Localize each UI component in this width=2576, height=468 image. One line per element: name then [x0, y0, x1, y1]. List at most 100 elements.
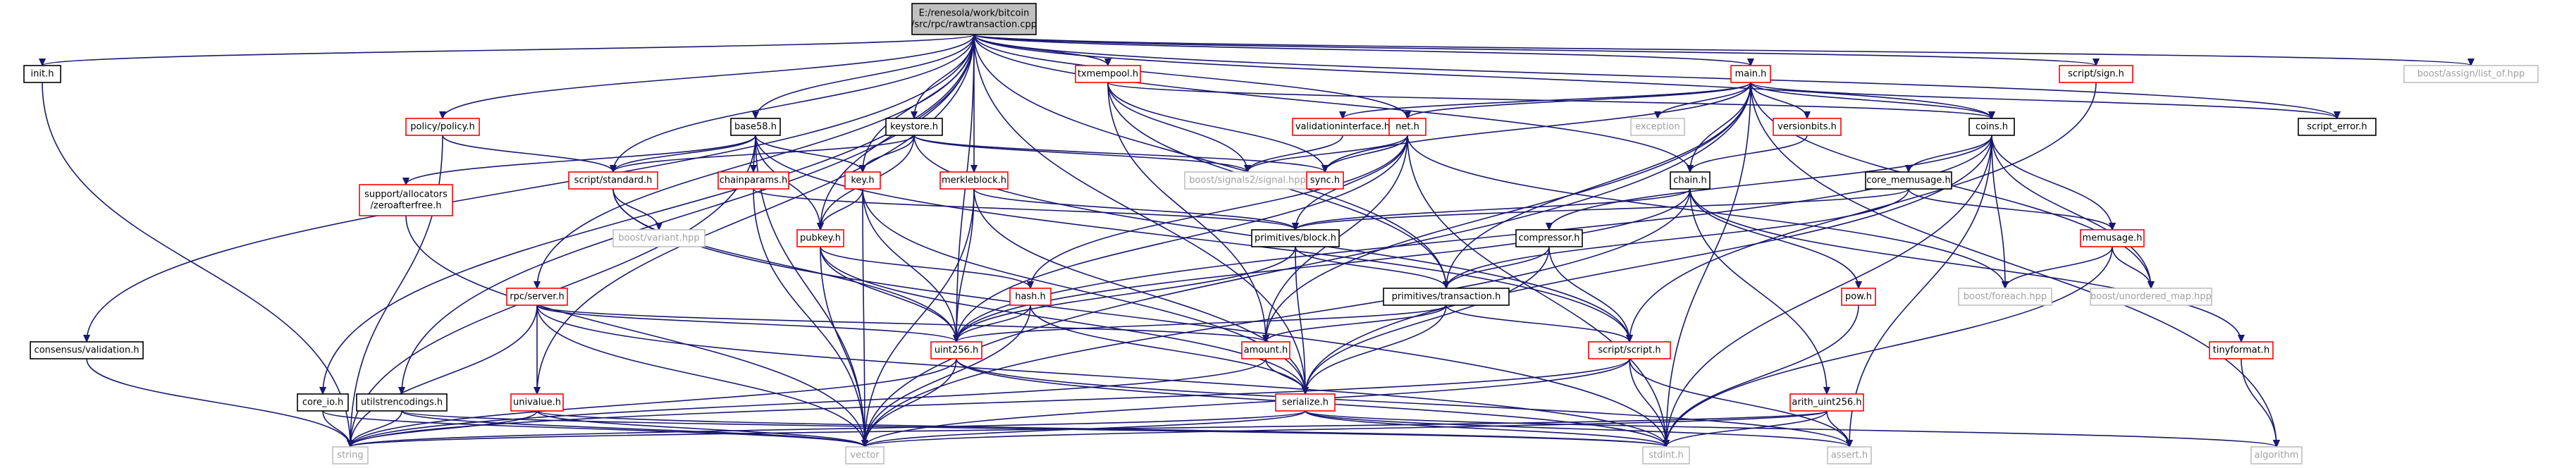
node-box-chainh — [1670, 171, 1711, 190]
edge-scriptscript-to-vector — [865, 358, 1630, 447]
edge-scriptsign-to-scriptscript — [1629, 82, 2097, 342]
node-box-univalue — [510, 393, 564, 412]
edge-coins-to-unordered — [1991, 135, 2151, 288]
edge-hash-to-serialize — [1030, 304, 1305, 394]
node-keystore[interactable]: keystore.h — [885, 118, 943, 136]
edge-root-to-keyh — [863, 34, 975, 172]
node-base58[interactable]: base58.h — [730, 118, 781, 136]
edge-neth-to-foreach — [1407, 135, 2005, 288]
edge-rpcserver-to-uint256 — [536, 304, 956, 342]
edge-root-to-chainh — [973, 34, 1690, 172]
node-scriptscript[interactable]: script/script.h — [1588, 341, 1671, 359]
node-unordered[interactable]: boost/unordered_map.hpp — [2090, 288, 2212, 306]
node-label-neth: net.h — [1395, 122, 1419, 133]
node-univalue[interactable]: univalue.h — [510, 393, 564, 412]
node-algorithm[interactable]: algorithm — [2250, 446, 2303, 464]
node-versionbits[interactable]: versionbits.h — [1773, 118, 1842, 136]
node-label-primblock: primitives/block.h — [1255, 233, 1336, 244]
node-txmempool[interactable]: txmempool.h — [1075, 65, 1141, 83]
node-arith[interactable]: arith_uint256.h — [1789, 393, 1864, 412]
node-label-base58: base58.h — [734, 122, 777, 133]
edge-root-to-utilstr — [402, 34, 975, 394]
edge-mainh-to-scripterror — [1750, 82, 2337, 118]
edge-coins-to-stdint — [1666, 135, 1992, 447]
node-box-scriptsign — [2059, 65, 2133, 83]
edge-compressor-to-scriptscript — [1548, 246, 1629, 342]
node-consensus[interactable]: consensus/validation.h — [30, 341, 144, 359]
node-merkle[interactable]: merkleblock.h — [939, 171, 1009, 190]
node-primblock[interactable]: primitives/block.h — [1251, 229, 1340, 247]
node-box-vector — [845, 446, 885, 464]
edge-base58-to-scriptstd — [613, 135, 756, 172]
node-corememusage[interactable]: core_memusage.h — [1865, 171, 1952, 190]
node-label-versionbits: versionbits.h — [1777, 122, 1837, 133]
node-vector[interactable]: vector — [845, 446, 885, 464]
node-box-base58 — [730, 118, 781, 136]
node-compressor[interactable]: compressor.h — [1515, 229, 1583, 247]
node-synch[interactable]: sync.h — [1306, 171, 1344, 190]
node-chainh[interactable]: chain.h — [1670, 171, 1711, 190]
node-pubkey[interactable]: pubkey.h — [796, 229, 844, 247]
node-label-keystore: keystore.h — [890, 122, 938, 133]
node-primtx[interactable]: primitives/transaction.h — [1383, 288, 1510, 306]
node-root[interactable]: E:/renesola/work/bitcoin/src/rpc/rawtran… — [911, 3, 1037, 35]
node-box-neth — [1388, 118, 1426, 136]
node-serialize[interactable]: serialize.h — [1275, 393, 1336, 412]
node-valint[interactable]: validationinterface.h — [1292, 118, 1393, 136]
node-asserth[interactable]: assert.h — [1827, 446, 1872, 464]
node-rpcserver[interactable]: rpc/server.h — [506, 288, 568, 306]
node-signal[interactable]: boost/signals2/signal.hpp — [1184, 171, 1311, 190]
edge-base58-to-keyh — [755, 135, 863, 172]
node-hash[interactable]: hash.h — [1009, 288, 1052, 306]
node-memusage[interactable]: memusage.h — [2080, 229, 2145, 247]
edge-serialize-to-stdint — [1305, 410, 1666, 447]
node-scripterror[interactable]: script_error.h — [2298, 118, 2377, 136]
node-box-pubkey — [796, 229, 844, 247]
node-exception[interactable]: exception — [1630, 118, 1685, 136]
edge-serialize-to-algorithm — [1305, 410, 2276, 447]
node-label-scriptscript: script/script.h — [1598, 345, 1660, 356]
edge-neth-to-hash — [1030, 135, 1408, 288]
edge-scriptscript-to-string — [350, 358, 1630, 447]
node-string[interactable]: string — [332, 446, 369, 464]
node-box-merkle — [939, 171, 1009, 190]
node-scriptstd[interactable]: script/standard.h — [568, 171, 658, 190]
node-coreio[interactable]: core_io.h — [297, 393, 349, 412]
node-foreach[interactable]: boost/foreach.hpp — [1958, 288, 2052, 306]
node-stdint[interactable]: stdint.h — [1642, 446, 1690, 464]
node-label-vector: vector — [850, 450, 880, 461]
node-scriptsign[interactable]: script/sign.h — [2059, 65, 2133, 83]
node-label-univalue: univalue.h — [513, 398, 561, 408]
edge-base58-to-support — [406, 135, 756, 185]
node-chainparams[interactable]: chainparams.h — [717, 171, 789, 190]
node-label-hash: hash.h — [1015, 292, 1046, 302]
node-box-consensus — [30, 341, 144, 359]
edge-root-to-scriptsign — [973, 34, 2096, 66]
edge-root-to-coins — [973, 34, 1992, 118]
edge-root-to-primtx — [973, 34, 1446, 288]
node-listof[interactable]: boost/assign/list_of.hpp — [2403, 65, 2539, 83]
node-variant[interactable]: boost/variant.hpp — [612, 229, 705, 247]
node-policy[interactable]: policy/policy.h — [405, 118, 480, 136]
node-box-init — [23, 65, 61, 83]
node-keyh[interactable]: key.h — [844, 171, 881, 190]
node-support[interactable]: support/allocators/zeroafterfree.h — [359, 184, 453, 216]
node-mainh[interactable]: main.h — [1730, 65, 1771, 83]
node-tinyformat[interactable]: tinyformat.h — [2209, 341, 2274, 359]
node-label-unordered: boost/unordered_map.hpp — [2090, 292, 2212, 302]
node-uint256[interactable]: uint256.h — [930, 341, 982, 359]
node-box-asserth — [1827, 446, 1872, 464]
edge-merkle-to-primblock — [973, 188, 1295, 230]
node-label-exception: exception — [1635, 122, 1680, 133]
node-powh[interactable]: pow.h — [1841, 288, 1876, 306]
node-init[interactable]: init.h — [23, 65, 61, 83]
node-box-synch — [1306, 171, 1344, 190]
node-amount[interactable]: amount.h — [1241, 341, 1290, 359]
node-box-chainparams — [717, 171, 789, 190]
edge-policy-to-scriptstd — [442, 135, 613, 172]
node-coins[interactable]: coins.h — [1968, 118, 2015, 136]
edge-root-to-init — [42, 34, 975, 66]
node-neth[interactable]: net.h — [1388, 118, 1426, 136]
node-utilstr[interactable]: utilstrencodings.h — [356, 393, 448, 412]
edge-primblock-to-uint256 — [956, 246, 1296, 342]
